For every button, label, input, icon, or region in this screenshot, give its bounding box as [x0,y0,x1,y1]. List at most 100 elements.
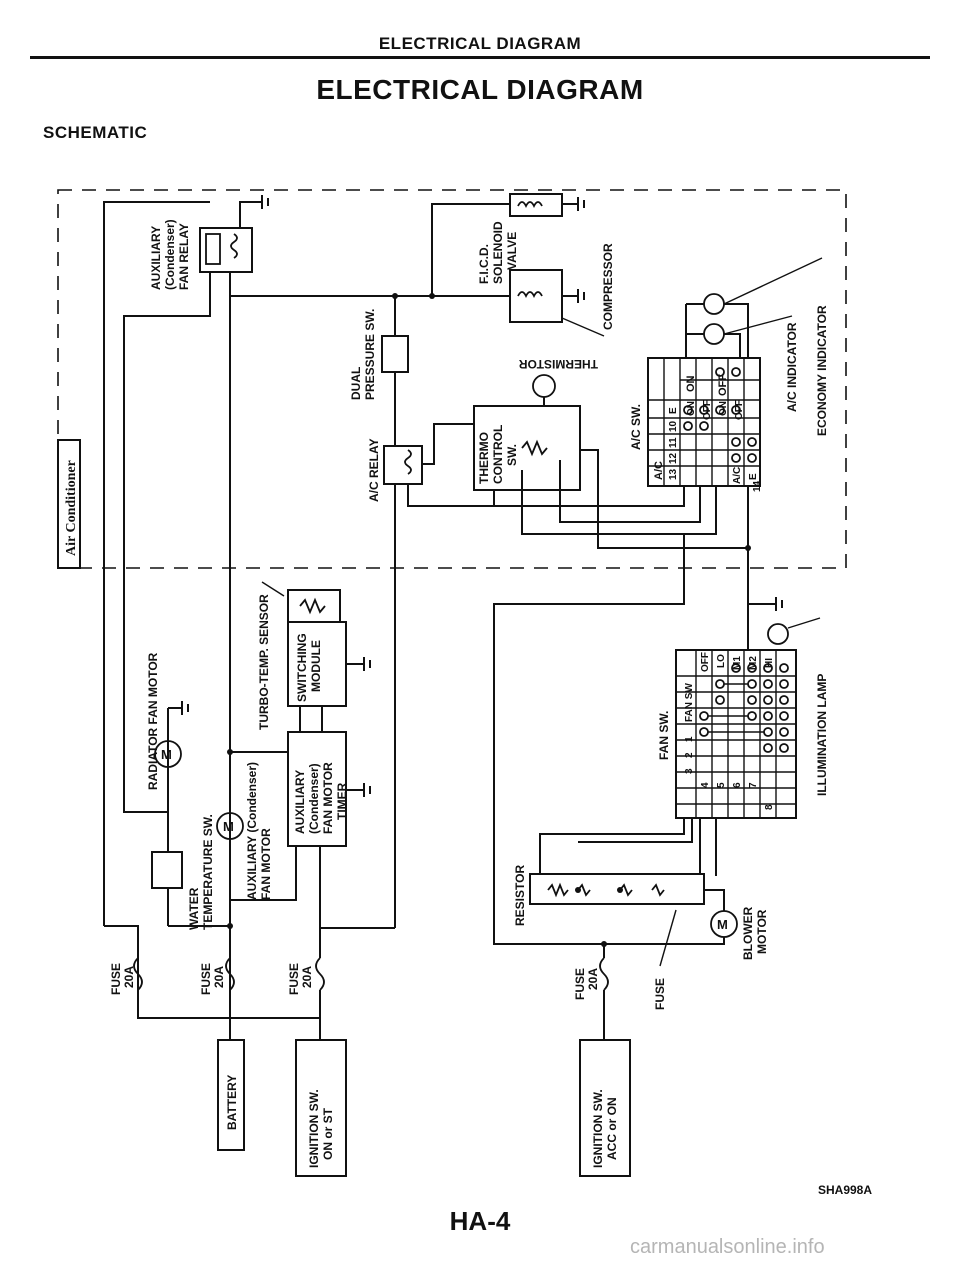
ac-table-head-ac: A/C [653,461,665,480]
switching-label-2: MODULE [309,640,323,692]
timer-label-4: TIMER [335,782,349,820]
aux-fan-motor-symbol [216,812,244,840]
radiator-fan-motor-label: RADIATOR FAN MOTOR [146,652,160,790]
ac-relay-coil [404,449,412,475]
section-label: SCHEMATIC [43,123,148,142]
figure-code: SHA998A [818,1183,873,1197]
water-temp-switch [151,851,183,889]
ac-table-sub-2: OFF [702,400,713,420]
fan-table-row-4: 4 [700,782,711,788]
thermo-label-2: CONTROL [491,425,505,484]
fan-table-head-hi: HI [764,658,775,668]
fan-sw-label: FAN SW. [657,711,671,760]
ignition-1-label-2: ON or ST [321,1107,335,1160]
resistor-box [529,873,705,905]
economy-indicator-lamp [703,323,725,345]
page-title: ELECTRICAL DIAGRAM [316,74,644,105]
ac-relay-label: A/C RELAY [367,438,381,502]
ac-relay-box [383,445,423,485]
turbo-sensor-label: TURBO-TEMP. SENSOR [257,594,271,730]
ac-table-row-e: E [668,407,679,414]
aux-fan-motor-label-2: FAN MOTOR [259,828,273,900]
ignition-1-label-1: IGNITION SW. [307,1089,321,1168]
blower-label-1: BLOWER [741,906,755,960]
radiator-fan-motor-symbol [154,740,182,768]
aux-fan-motor-label-1: AUXILIARY (Condenser) [245,762,259,900]
resistor-coil [547,882,665,898]
page-number: HA-4 [449,1206,511,1236]
ignition-sw-acc-on-box [579,1039,631,1177]
watermark: carmanualsonline.info [630,1236,825,1258]
aux-relay-coil [230,233,238,259]
fan-table-row-5: 5 [716,782,727,788]
ac-table-sub-e: E [748,473,759,480]
ac-table-row-11: 11 [668,437,679,448]
fuse-1: FUSE 20A [109,957,143,995]
running-head: ELECTRICAL DIAGRAM [378,34,582,53]
illumination-lamp-symbol [767,623,789,645]
fuse-4-label: FUSE [573,968,587,1000]
dual-pressure-label-1: DUAL [349,367,363,400]
fan-table-head-m1: M1 [732,656,743,670]
fuse-3-rating: 20A [300,966,314,988]
fan-table-head-off: OFF [700,652,711,672]
economy-indicator-label: ECONOMY INDICATOR [815,305,829,436]
fan-table-row-8: 8 [764,804,775,810]
fan-table-row-3: 3 [684,768,695,774]
header-rule [30,56,930,59]
fuse-1-rating: 20A [122,966,136,988]
fuse-4-rating: 20A [586,968,600,990]
turbo-sensor-symbol [299,597,326,615]
fan-table-row-7: 7 [748,782,759,788]
dual-pressure-switch [381,335,409,373]
ficd-label-1: F.I.C.D. [477,244,491,284]
ac-table-head-off: OFF [717,374,729,396]
timer-box [287,731,347,847]
ac-table-sub-ac: A/C [732,467,743,484]
compressor-label: COMPRESSOR [601,243,615,330]
aux-relay-label-3: FAN RELAY [177,223,191,290]
ignition-2-label-1: IGNITION SW. [591,1089,605,1168]
water-temp-label-1: WATER [187,887,201,930]
turbo-sensor-box [287,589,341,623]
resistor-label: RESISTOR [513,865,527,926]
fuse-4: FUSE 20A [573,957,609,1000]
ac-table-sub-1: ON [686,401,697,416]
dual-pressure-label-2: PRESSURE SW. [363,309,377,400]
timer-label-3: FAN MOTOR [321,762,335,834]
thermo-resistor [521,439,548,457]
aux-relay-contact [205,233,221,265]
ac-table-row-12: 12 [668,452,679,464]
ac-sw-label: A/C SW. [629,404,643,450]
ac-indicator-label: A/C INDICATOR [785,322,799,412]
ficd-label-3: VALVE [505,232,519,270]
thermistor-label: THERMISTOR [519,357,598,371]
radiator-fan-motor-m: M [161,747,172,762]
battery-box [217,1039,245,1151]
fan-table-row-6: 6 [732,782,743,788]
illumination-lamp-label: ILLUMINATION LAMP [815,674,829,796]
aux-fan-motor-m: M [223,819,234,834]
fuse-2: FUSE 20A [199,957,235,995]
ignition-sw-on-st-box [295,1039,347,1177]
ac-table-sub-4: OFF [734,400,745,420]
thermo-label-1: THERMO [477,432,491,484]
thermistor-symbol [532,374,556,398]
fan-table-head-fansw: FAN SW [684,683,695,722]
thermo-label-3: SW. [505,444,519,466]
ac-table-row-13: 13 [668,468,679,480]
ac-switch-table [647,357,761,487]
fuse-1-label: FUSE [109,963,123,995]
fuse-2-label: FUSE [199,963,213,995]
fan-table-row-1: 1 [684,736,695,742]
ac-table-sub-3: ON [718,401,729,416]
thermo-control-box [473,405,581,491]
aux-relay-label-1: AUXILIARY [149,226,163,290]
fuse-generic-label: FUSE [653,978,667,1010]
fan-table-head-lo: LO [716,654,727,668]
fan-table-head-m2: M2 [748,656,759,670]
ac-table-row-14: 14 [752,480,763,492]
blower-motor-m: M [717,917,728,932]
fuse-3-label: FUSE [287,963,301,995]
